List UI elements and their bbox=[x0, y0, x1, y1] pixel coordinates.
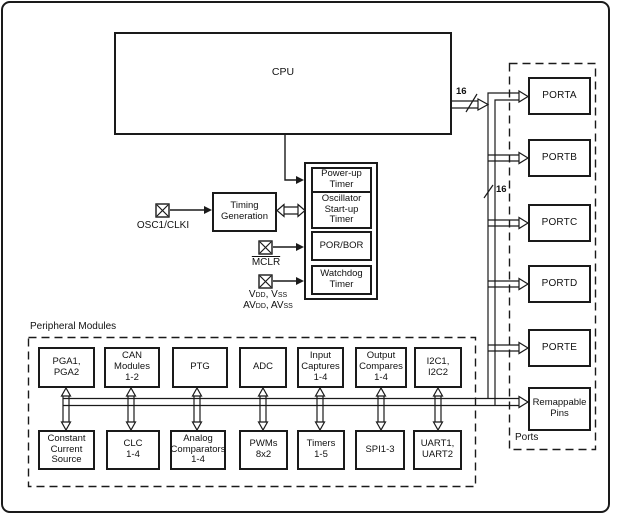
power-up-timer-block: Power-up Timer bbox=[311, 167, 372, 193]
output-compares-label: Output Compares 1-4 bbox=[359, 350, 403, 383]
uart-block: UART1, UART2 bbox=[413, 430, 462, 470]
peripheral-column-arrows bbox=[60, 386, 444, 432]
mclr-pin-label: MCLR bbox=[251, 257, 281, 268]
cpu-to-timers-wire bbox=[284, 135, 304, 184]
oscillator-start-up-timer-label: Oscillator Start-up Timer bbox=[321, 192, 362, 226]
timing-timers-bidir-arrow bbox=[276, 203, 306, 218]
remappable-pins-block: Remappable Pins bbox=[528, 387, 591, 431]
ports-group-label: Ports bbox=[515, 432, 539, 443]
porte-block: PORTE bbox=[528, 329, 591, 367]
cpu-block: CPU bbox=[114, 32, 452, 135]
ptg-block: PTG bbox=[172, 347, 228, 388]
analog-comparators-block: Analog Comparators 1-4 bbox=[170, 430, 226, 470]
adc-block: ADC bbox=[239, 347, 287, 388]
i2c-label: I2C1, I2C2 bbox=[426, 355, 450, 378]
portc-block: PORTC bbox=[528, 204, 591, 242]
oscillator-start-up-timer-block: Oscillator Start-up Timer bbox=[311, 191, 372, 229]
adc-label: ADC bbox=[252, 361, 274, 373]
mclr-pin-icon bbox=[258, 240, 273, 255]
constant-current-source-label: Constant Current Source bbox=[47, 432, 86, 466]
analog-comparators-label: Analog Comparators 1-4 bbox=[170, 432, 226, 466]
i2c-block: I2C1, I2C2 bbox=[414, 347, 462, 388]
input-captures-block: Input Captures 1-4 bbox=[297, 347, 344, 388]
power-pins-wire bbox=[273, 277, 304, 285]
timers-block: Timers 1-5 bbox=[297, 430, 345, 470]
timing-generation-block: Timing Generation bbox=[212, 192, 277, 232]
cpu-data-bus bbox=[452, 93, 490, 113]
pga-block: PGA1, PGA2 bbox=[38, 347, 95, 388]
pga-label: PGA1, PGA2 bbox=[52, 355, 81, 378]
ports-dashed-box bbox=[508, 62, 597, 451]
porta-block: PORTA bbox=[528, 77, 591, 115]
cpu-bus-width-label: 16 bbox=[456, 86, 467, 97]
osc1-clki-pin-label: OSC1/CLKI bbox=[136, 220, 190, 231]
can-modules-label: CAN Modules 1-2 bbox=[114, 350, 150, 383]
outer-border bbox=[1, 1, 610, 513]
watchdog-timer-label: Watchdog Timer bbox=[320, 268, 363, 290]
timers-label: Timers 1-5 bbox=[306, 438, 336, 460]
portb-label: PORTB bbox=[541, 152, 578, 164]
remappable-pins-label: Remappable Pins bbox=[532, 397, 587, 419]
timing-generation-label: Timing Generation bbox=[220, 200, 268, 222]
power-pins-label: VDD, VSS AVDD, AVSS bbox=[243, 289, 293, 311]
osc1-wire bbox=[170, 206, 212, 214]
input-captures-label: Input Captures 1-4 bbox=[301, 350, 340, 383]
portb-block: PORTB bbox=[528, 139, 591, 177]
uart-label: UART1, UART2 bbox=[420, 438, 455, 460]
mclr-wire bbox=[273, 243, 304, 251]
portc-label: PORTC bbox=[541, 217, 578, 229]
porta-label: PORTA bbox=[542, 90, 577, 102]
spi-label: SPI1-3 bbox=[365, 443, 395, 455]
peripheral-bus bbox=[63, 397, 519, 407]
cpu-label: CPU bbox=[271, 66, 295, 78]
bus-width-slash-ports bbox=[483, 184, 494, 199]
porte-label: PORTE bbox=[541, 342, 578, 354]
pwms-label: PWMs 8x2 bbox=[249, 438, 278, 460]
can-modules-block: CAN Modules 1-2 bbox=[104, 347, 160, 388]
ptg-label: PTG bbox=[190, 361, 210, 373]
power-up-timer-label: Power-up Timer bbox=[321, 168, 362, 190]
bus-width-slash-cpu bbox=[465, 93, 478, 113]
clc-label: CLC 1-4 bbox=[123, 438, 143, 460]
port-bus-trunk bbox=[483, 92, 519, 406]
constant-current-source-block: Constant Current Source bbox=[38, 430, 95, 470]
port-bus-width-label: 16 bbox=[496, 184, 507, 195]
portd-label: PORTD bbox=[541, 278, 578, 290]
peripheral-modules-group-label: Peripheral Modules bbox=[30, 321, 117, 332]
port-arrowheads bbox=[518, 89, 530, 409]
clc-block: CLC 1-4 bbox=[106, 430, 160, 470]
pwms-block: PWMs 8x2 bbox=[239, 430, 288, 470]
por-bor-label: POR/BOR bbox=[319, 239, 364, 251]
power-pins-icon bbox=[258, 274, 273, 289]
portd-block: PORTD bbox=[528, 265, 591, 303]
output-compares-block: Output Compares 1-4 bbox=[355, 347, 407, 388]
watchdog-timer-block: Watchdog Timer bbox=[311, 265, 372, 295]
spi-block: SPI1-3 bbox=[355, 430, 405, 470]
por-bor-block: POR/BOR bbox=[311, 231, 372, 261]
osc1-clki-pin-icon bbox=[155, 203, 170, 218]
peripheral-modules-dashed-box bbox=[27, 336, 477, 488]
